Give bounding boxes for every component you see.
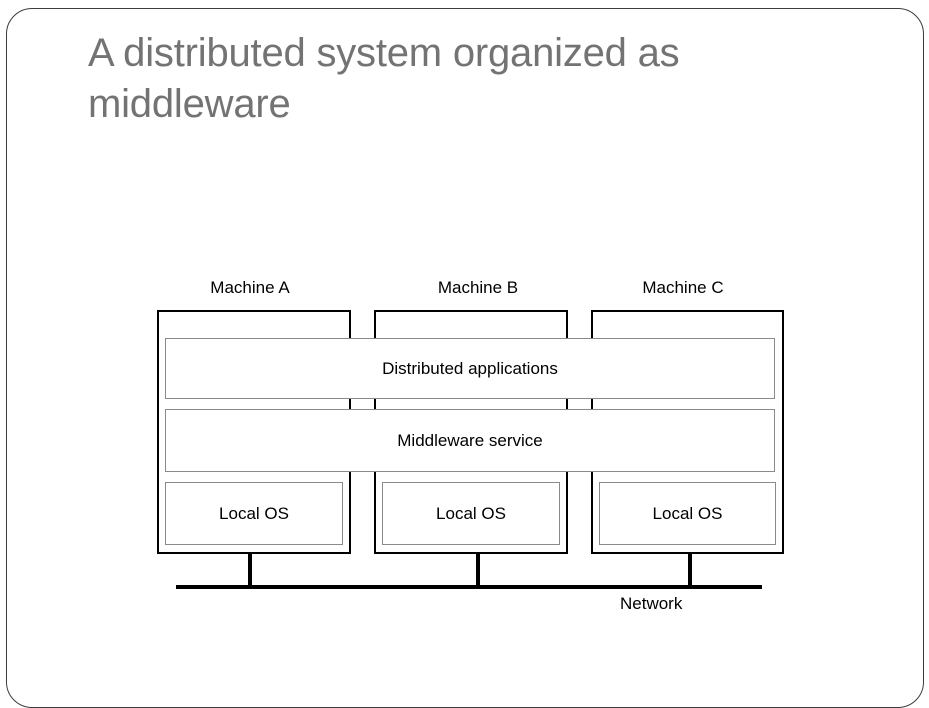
local-os-box-c: Local OS [599, 482, 776, 545]
middleware-architecture-diagram: Machine A Machine B Machine C Distribute… [157, 278, 784, 613]
page-title: A distributed system organized as middle… [88, 31, 691, 127]
machine-label-b: Machine B [437, 278, 519, 297]
machine-label-a: Machine A [210, 278, 290, 297]
local-os-box-b: Local OS [382, 482, 560, 545]
network-label: Network [620, 594, 683, 613]
local-os-box-a: Local OS [165, 482, 343, 545]
layer-middleware-service: Middleware service [165, 409, 775, 472]
network-bus-line [176, 585, 762, 589]
layer-distributed-applications: Distributed applications [165, 338, 775, 399]
machine-label-c: Machine C [642, 278, 724, 297]
network-drop-line-b [476, 553, 480, 587]
network-drop-line-c [688, 553, 692, 587]
network-drop-line-a [248, 553, 252, 587]
